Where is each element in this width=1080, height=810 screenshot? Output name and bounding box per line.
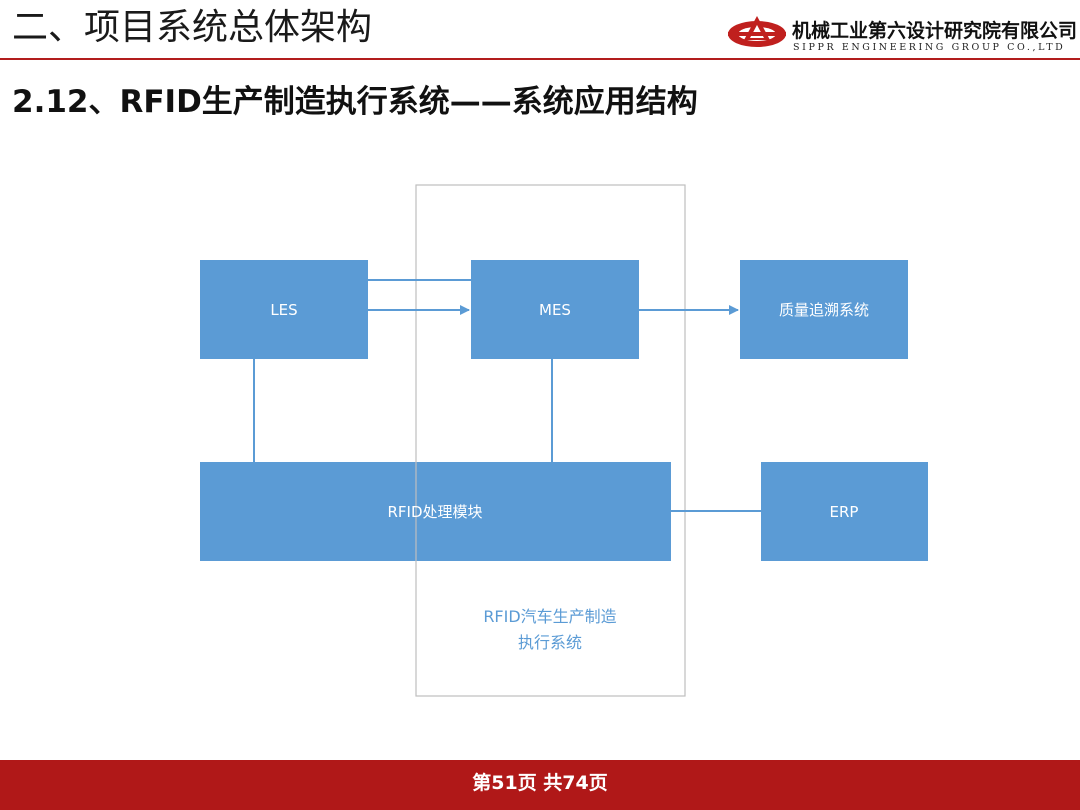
rfid-module-label: RFID处理模块 <box>387 503 482 521</box>
rfid-mes-system-container <box>415 184 686 697</box>
page-number: 第51页 共74页 <box>472 772 608 794</box>
mes-label: MES <box>539 301 571 319</box>
erp-box <box>761 462 928 561</box>
les-label: LES <box>270 301 297 319</box>
container-label-line1: RFID汽车生产制造 <box>483 607 616 626</box>
quality-trace-label: 质量追溯系统 <box>779 301 869 319</box>
les-box <box>200 260 368 359</box>
container-label-line2: 执行系统 <box>518 633 582 652</box>
rfid-module-box <box>200 462 671 561</box>
system-architecture-diagram: LES MES 质量追溯系统 RFID处理模块 ERP RFID汽车生产制造 执… <box>200 184 928 697</box>
quality-trace-box <box>740 260 908 359</box>
erp-label: ERP <box>830 503 859 521</box>
company-name-en: SIPPR ENGINEERING GROUP CO.,LTD <box>793 42 1066 53</box>
mes-box <box>471 260 639 359</box>
header-divider <box>0 58 1080 60</box>
company-name-cn: 机械工业第六设计研究院有限公司 <box>792 20 1078 42</box>
section-title: 2.12、RFID生产制造执行系统——系统应用结构 <box>12 84 698 120</box>
company-logo-icon <box>728 16 786 47</box>
footer-bar: 第51页 共74页 <box>0 760 1080 810</box>
page-title: 二、项目系统总体架构 <box>12 7 373 48</box>
